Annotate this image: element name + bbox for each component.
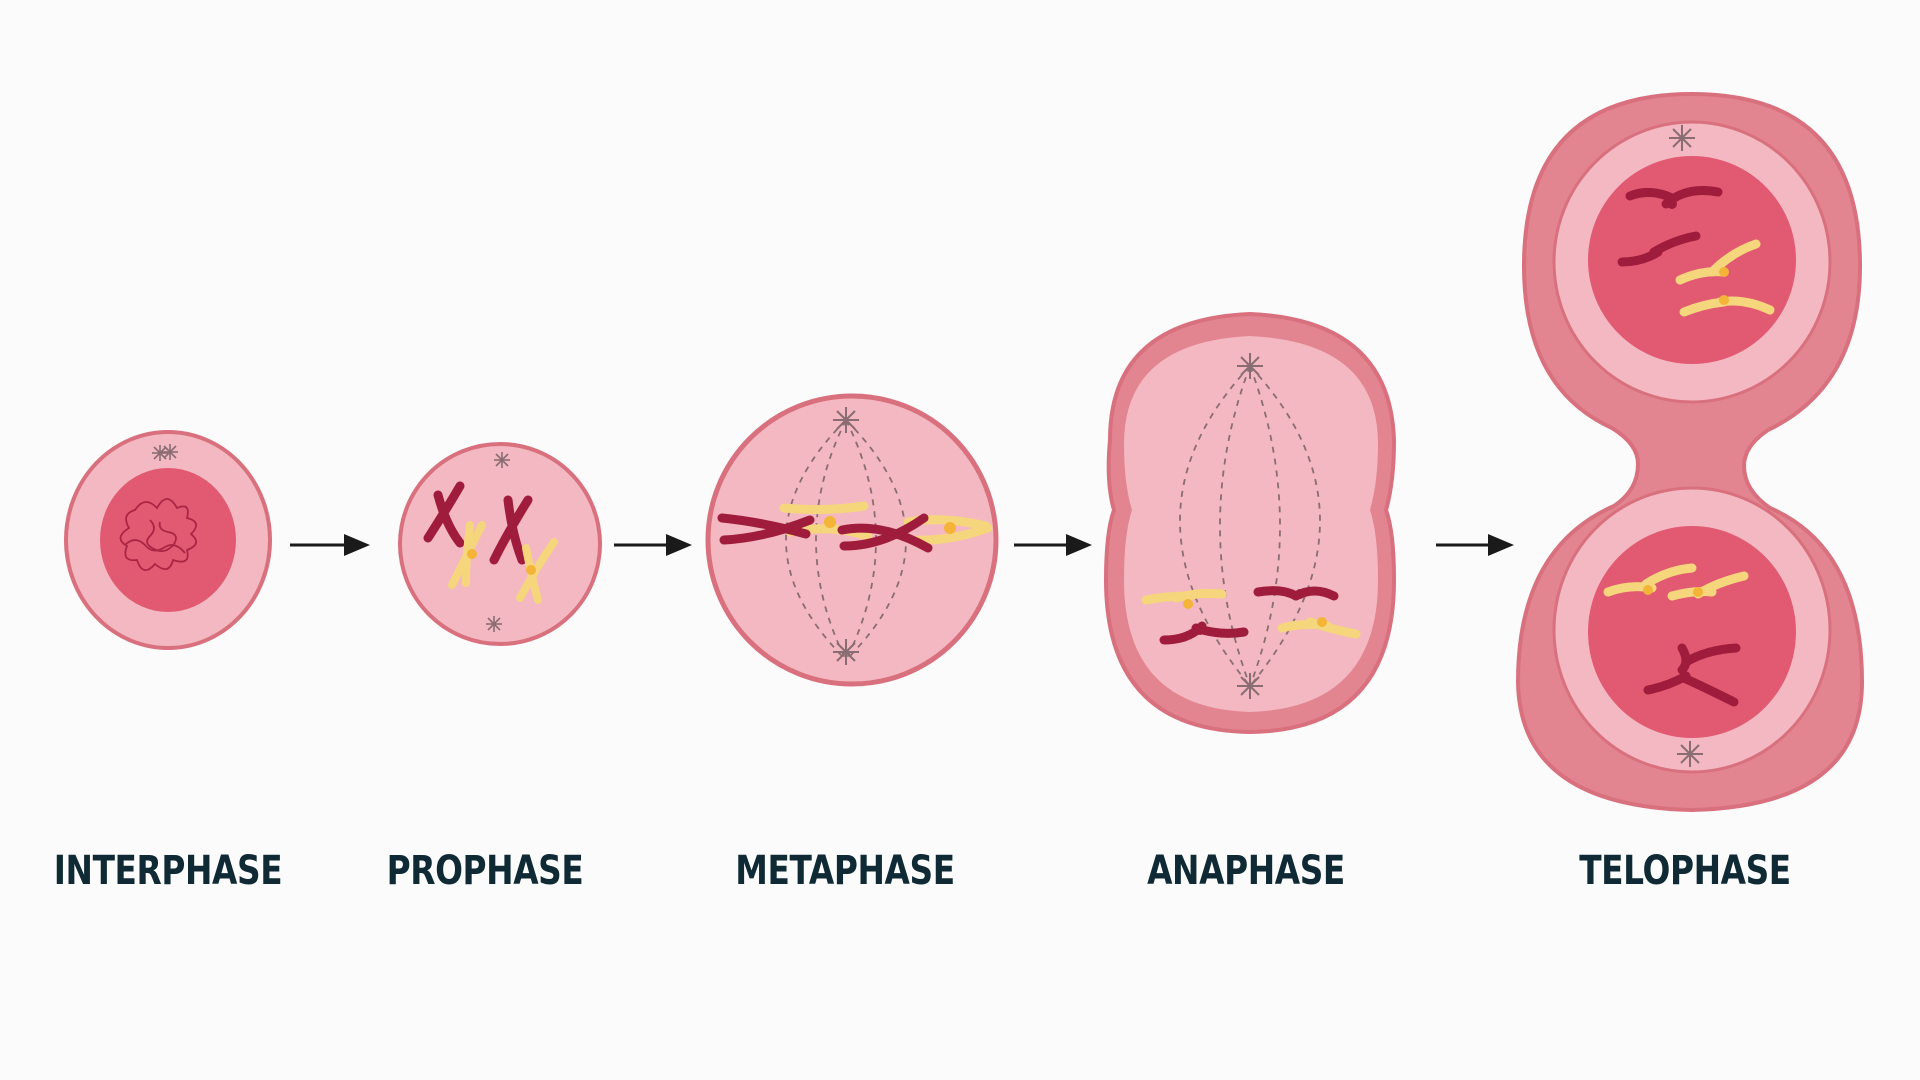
arrow-3 — [1014, 534, 1092, 556]
interphase-nucleus — [100, 468, 236, 612]
prophase-centrosome-icon — [493, 451, 511, 469]
telophase-bottom-nucleus — [1588, 526, 1796, 738]
anaphase-spindle — [1179, 365, 1321, 687]
stage-label-anaphase: ANAPHASE — [1147, 848, 1345, 894]
metaphase-chromosomes-dark — [717, 513, 933, 553]
arrow-1 — [290, 534, 370, 556]
stage-label-interphase: INTERPHASE — [53, 848, 283, 894]
stage-label-telophase: TELOPHASE — [1579, 848, 1791, 894]
prophase-chromosomes-dark — [423, 481, 533, 565]
metaphase-cell — [705, 393, 999, 687]
prophase-chromosomes-light — [448, 521, 558, 604]
prophase-cell — [398, 442, 602, 646]
telophase-top-nucleus — [1588, 156, 1796, 364]
stage-label-prophase: PROPHASE — [386, 848, 584, 894]
interphase-chromatin — [119, 498, 197, 571]
arrow-2 — [614, 534, 692, 556]
arrow-4 — [1436, 534, 1514, 556]
anaphase-cell — [1103, 311, 1397, 735]
interphase-cell — [64, 430, 272, 650]
stage-label-metaphase: METAPHASE — [735, 848, 955, 894]
telophase-cell — [1515, 91, 1865, 813]
